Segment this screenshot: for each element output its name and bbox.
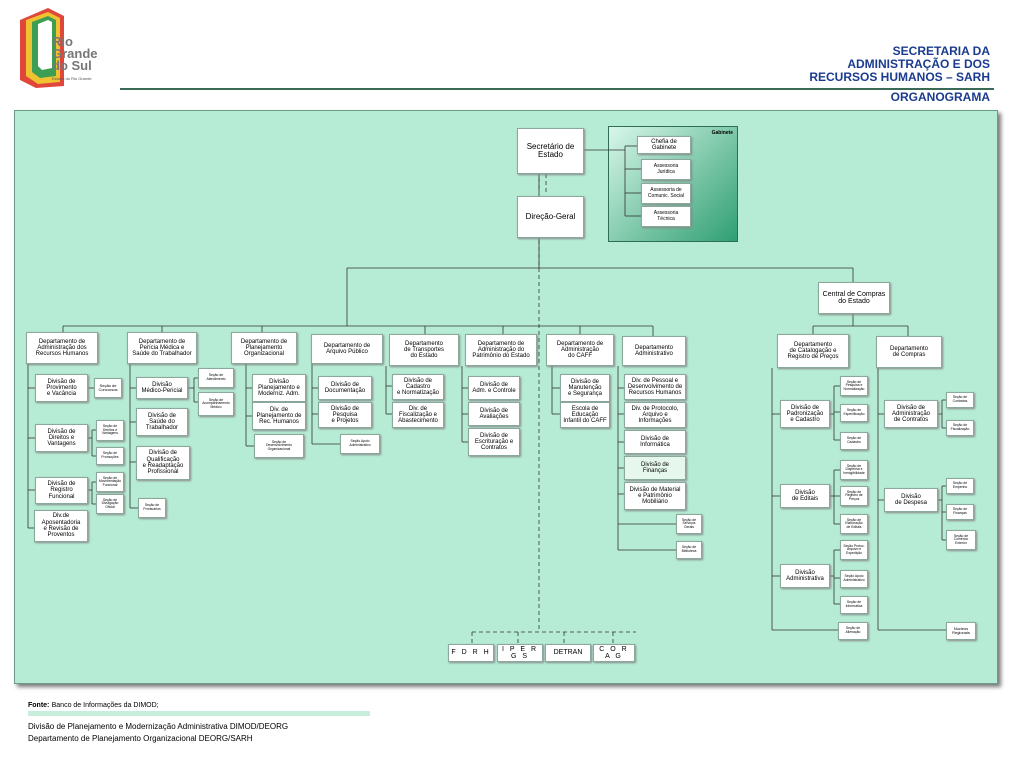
div-planejamento-rh[interactable]: Div. de Planejamento de Rec. Humanos (252, 402, 306, 430)
div-adm-controle[interactable]: Divisão de Adm. e Controle (468, 376, 520, 400)
dept-patrimonio[interactable]: Departamento de Administração do Patrimô… (465, 334, 537, 366)
secao-especificacao[interactable]: Seção de Especificação (840, 404, 868, 422)
gabinete-label: Gabinete (711, 130, 733, 136)
assessoria-tecnica-box[interactable]: Assessoria Técnica (641, 206, 691, 227)
secao-movimentacao[interactable]: Seção de Movimentação Funcional (96, 472, 124, 492)
secao-acompanhamento[interactable]: Seção de Acompanhamento Médico (198, 392, 234, 416)
div-cadastro-normatizacao[interactable]: Divisão de Cadastro e Normatização (392, 374, 444, 400)
central-compras-box[interactable]: Central de Compras do Estado (818, 282, 890, 314)
secao-servicos-gerais[interactable]: Seção de Serviços Gerais (676, 514, 702, 534)
direcao-geral-box[interactable]: Direção-Geral (517, 196, 584, 238)
secao-desenvolvimento-org[interactable]: Seção de Desenvolvimento Organizacional (254, 434, 304, 458)
div-administrativa[interactable]: Divisão Administrativa (780, 564, 830, 588)
div-contratos[interactable]: Divisão de Administração de Contratos (884, 400, 938, 428)
div-avaliacoes[interactable]: Divisão de Avaliações (468, 402, 520, 426)
div-aposentadoria[interactable]: Div.de Aposentadoria e Revisão de Proven… (34, 510, 88, 542)
div-saude-trabalhador[interactable]: Divisão de Saúde do Trabalhador (136, 408, 188, 436)
secao-comercio-exterior[interactable]: Seção de Comércio Exterior (946, 530, 976, 550)
escola-caff[interactable]: Escola de Educação Infantil do CAFF (560, 402, 610, 428)
dept-catalogacao[interactable]: Departamento de Catalogação e Registro d… (777, 334, 849, 368)
secao-registro-precos[interactable]: Seção de Registro de Preços (840, 486, 868, 506)
secao-elaboracao-editais[interactable]: Seção de Elaboração de Editais (840, 514, 868, 534)
secao-contratos[interactable]: Seção de Contratos (946, 392, 974, 408)
secao-pesquisa-normatizacao[interactable]: Seção de Pesquisa e Normatização (840, 376, 868, 396)
secao-alienacao[interactable]: Seção de Alienação (838, 622, 868, 640)
footer-source-text: Banco de Informações da DIMOD; (51, 702, 159, 709)
secao-empenho[interactable]: Seção de Empenho (946, 478, 974, 494)
secao-informatica[interactable]: Seção de Informática (840, 596, 868, 614)
chefia-gabinete-box[interactable]: Chefia de Gabinete (637, 136, 691, 154)
footer-source-label: Fonte: (28, 702, 50, 709)
nucleos-regionais[interactable]: Núcleos Regionais (946, 622, 976, 640)
div-provimento[interactable]: Divisão de Provimento e Vacância (35, 374, 88, 402)
div-documentacao[interactable]: Divisão de Documentação (318, 376, 372, 400)
div-manutencao[interactable]: Divisão de Manutenção e Segurança (560, 374, 610, 402)
secao-apoio-arquivo[interactable]: Seção Apoio Administrativo (340, 434, 380, 454)
secao-promocoes[interactable]: Seção de Promoções (96, 447, 124, 465)
entity-ipergs[interactable]: I P E R G S (497, 644, 543, 662)
dept-administrativo[interactable]: Departamento Administrativo (622, 336, 686, 366)
dept-pericia-medica[interactable]: Departamento de Perícia Médica e Saúde d… (127, 332, 197, 364)
div-medico-pericial[interactable]: Divisão Médico-Pericial (136, 377, 188, 399)
div-material[interactable]: Divisão de Material e Patrimônio Mobiliá… (624, 482, 686, 510)
entity-detran[interactable]: DETRAN (545, 644, 591, 662)
dept-arquivo-publico[interactable]: Departamento de Arquivo Público (311, 334, 383, 364)
div-fiscalizacao[interactable]: Div. de Fiscalização e Abastecimento (392, 402, 444, 428)
footer-divider (28, 711, 370, 716)
div-pessoal[interactable]: Div. de Pessoal e Desenvolvimento de Rec… (624, 374, 686, 400)
assessoria-juridica-box[interactable]: Assessoria Jurídica (641, 159, 691, 180)
div-escrituracao[interactable]: Divisão de Escrituração e Contratos (468, 428, 520, 456)
secao-dispensa[interactable]: Seção de Dispensa e Inexigibilidade (840, 460, 868, 480)
secao-biblioteca[interactable]: Seção de Biblioteca (676, 541, 702, 559)
footer-source: Fonte: Banco de Informações da DIMOD; (28, 700, 159, 709)
footer-line-2: Departamento de Planejamento Organizacio… (28, 734, 253, 743)
dept-recursos-humanos[interactable]: Departamento de Administração dos Recurs… (26, 332, 98, 364)
secao-cadastro[interactable]: Seção de Cadastro (840, 432, 868, 450)
secao-financas[interactable]: Seção de Finanças (946, 504, 974, 520)
div-despesa[interactable]: Divisão de Despesa (884, 488, 938, 512)
div-qualificacao[interactable]: Divisão de Qualificação e Readaptação Pr… (136, 446, 190, 480)
dept-transportes[interactable]: Departamento de Transportes do Estado (389, 334, 459, 366)
secao-direitos[interactable]: Seção de Direitos e Vantagens (96, 420, 124, 441)
logo-tagline: Estado do Rio Grande (52, 76, 92, 81)
entity-corag[interactable]: C O R A G (593, 644, 635, 662)
page-subtitle: ORGANOGRAMA (890, 90, 990, 104)
secao-apoio-catalogacao[interactable]: Seção Apoio Administrativo (840, 570, 868, 588)
div-editais[interactable]: Divisão de Editais (780, 484, 830, 508)
secao-divulgacao[interactable]: Seção de Divulgação Oficial (96, 494, 124, 514)
div-direitos[interactable]: Divisão de Direitos e Vantagens (35, 424, 88, 452)
secao-concursos[interactable]: Seção de Concursos (94, 378, 122, 398)
div-planejamento-modernizacao[interactable]: Divisão Planejamento e Moderniz. Adm. (252, 374, 306, 402)
div-padronizacao[interactable]: Divisão de Padronização e Cadastro (780, 400, 830, 428)
header-divider (120, 88, 994, 90)
entity-fdrh[interactable]: F D R H (448, 644, 494, 662)
div-financas[interactable]: Divisão de Finanças (624, 456, 686, 480)
div-registro[interactable]: Divisão de Registro Funcional (35, 477, 88, 504)
secao-fiscalizacao[interactable]: Seção de Fiscalização (946, 420, 974, 436)
dept-planejamento[interactable]: Departamento de Planejamento Organizacio… (231, 332, 297, 364)
div-pesquisa[interactable]: Divisão de Pesquisa e Projetos (318, 402, 372, 428)
div-protocolo[interactable]: Div. de Protocolo, Arquivo e Informações (624, 402, 686, 428)
footer-line-1: Divisão de Planejamento e Modernização A… (28, 722, 289, 731)
dept-caff[interactable]: Departamento de Administração do CAFF (546, 334, 614, 366)
div-informatica[interactable]: Divisão de Informática (624, 430, 686, 454)
assessoria-comunicacao-box[interactable]: Assessoria de Comunic. Social (641, 183, 691, 204)
dept-compras[interactable]: Departamento de Compras (876, 336, 942, 368)
secretario-box[interactable]: Secretário de Estado (517, 128, 584, 174)
logo-emblem-icon (20, 8, 64, 88)
page-title: SECRETARIA DA ADMINISTRAÇÃO E DOS RECURS… (809, 44, 990, 84)
secao-protocolo[interactable]: Seção Protoc. Arquivo e Expedição (840, 540, 868, 560)
secao-atendimento[interactable]: Seção de Atendimento (198, 368, 234, 388)
secao-prontuarios[interactable]: Seção de Prontuários (138, 498, 166, 518)
